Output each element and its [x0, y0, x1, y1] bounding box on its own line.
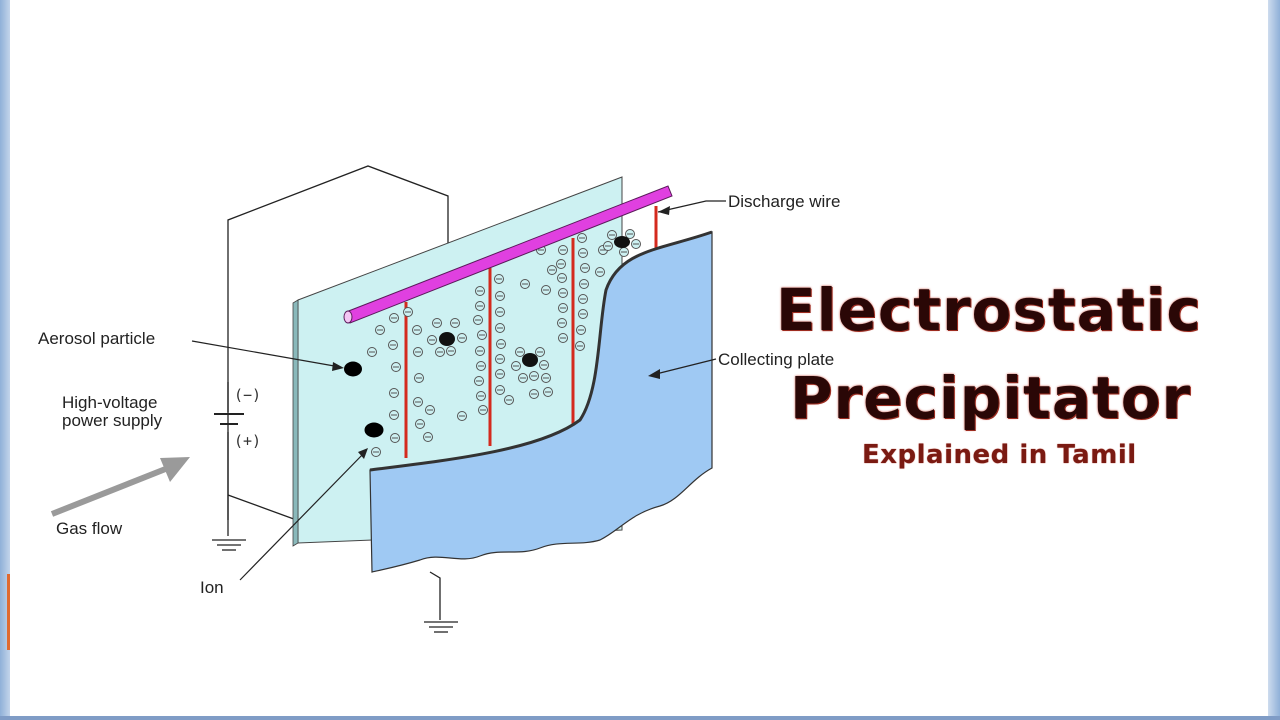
aerosol-particle — [344, 361, 362, 377]
charged-particle — [522, 353, 538, 367]
aerosol-particle — [364, 422, 384, 438]
aerosol-particles — [344, 361, 384, 438]
leader-arrowheads — [332, 206, 670, 459]
ground-symbol-right — [424, 571, 458, 633]
charged-particle — [439, 332, 455, 346]
front-plate-edge — [292, 299, 299, 547]
label-hv-line2: power supply — [62, 411, 163, 430]
label-ion: Ion — [200, 578, 224, 597]
label-collecting-plate: Collecting plate — [718, 350, 834, 369]
side-accent-bar — [7, 574, 10, 650]
label-hv-line1: High-voltage — [62, 393, 157, 412]
label-aerosol-particle: Aerosol particle — [38, 329, 155, 348]
label-plus: (+) — [234, 432, 261, 450]
collecting-plate-edge — [369, 230, 713, 472]
leader-lines — [191, 200, 726, 581]
ground-symbol-left — [212, 539, 246, 551]
discharge-wires — [404, 206, 658, 458]
label-minus: (−) — [234, 386, 261, 404]
ion-minus-signs: /* minus strokes drawn by script below *… — [369, 233, 639, 453]
title-subtitle: Explained in Tamil — [862, 440, 1137, 470]
title-line-1: Electrostatic — [776, 276, 1202, 344]
discharge-bar — [343, 185, 673, 324]
gas-flow-arrow — [50, 457, 190, 517]
charged-particle — [614, 236, 630, 248]
charged-particles — [439, 236, 630, 367]
label-gas-flow: Gas flow — [56, 519, 123, 538]
label-discharge-wire: Discharge wire — [728, 192, 840, 211]
battery-symbol — [214, 413, 244, 425]
title-line-2: Precipitator — [790, 364, 1192, 432]
bottom-border — [0, 716, 1280, 720]
circuit-wires — [227, 165, 449, 536]
